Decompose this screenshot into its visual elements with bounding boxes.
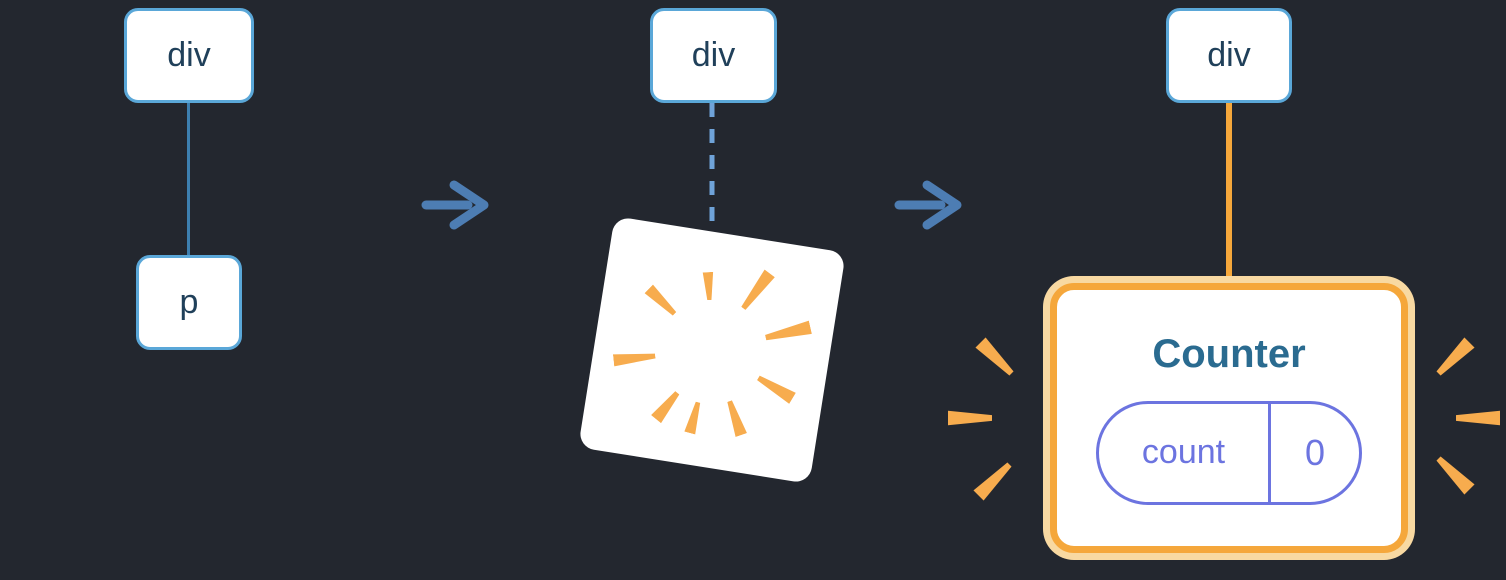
poof-ray-icon: [722, 399, 748, 438]
p-node-before: p: [136, 255, 242, 350]
spark-icon: [948, 410, 992, 426]
poof-ray-icon: [643, 283, 679, 319]
component-connector: [1226, 103, 1232, 291]
state-divider: [1268, 403, 1271, 502]
parent-child-connector-before: [187, 103, 190, 256]
state-key: count: [1141, 433, 1226, 471]
spark-icon: [973, 459, 1015, 501]
poof-ray-icon: [754, 371, 797, 405]
poof-card: [578, 216, 846, 484]
arrow-right-icon: [421, 180, 489, 230]
p-node-before-label: p: [179, 283, 199, 321]
removed-child-connector: [709, 103, 715, 233]
counter-title: Counter: [1152, 331, 1306, 376]
div-node-during-label: div: [691, 36, 736, 74]
div-node-after-label: div: [1207, 36, 1251, 74]
counter-component-card: Counter count 0: [1050, 283, 1408, 553]
poof-ray-icon: [683, 400, 705, 435]
div-node-during: div: [650, 8, 777, 103]
spark-icon: [1433, 453, 1475, 495]
poof-ray-icon: [764, 319, 813, 346]
spark-icon: [1456, 410, 1500, 426]
poof-ray-icon: [613, 348, 656, 367]
poof-ray-icon: [737, 269, 776, 314]
poof-ray-icon: [701, 272, 715, 301]
state-value: 0: [1304, 431, 1326, 473]
state-pill: count 0: [1096, 400, 1362, 505]
arrow-right-icon: [894, 180, 962, 230]
div-node-after: div: [1166, 8, 1292, 103]
div-node-before: div: [124, 8, 254, 103]
spark-icon: [1433, 337, 1475, 379]
spark-icon: [975, 337, 1017, 379]
div-node-before-label: div: [167, 36, 211, 74]
poof-ray-icon: [650, 388, 684, 424]
